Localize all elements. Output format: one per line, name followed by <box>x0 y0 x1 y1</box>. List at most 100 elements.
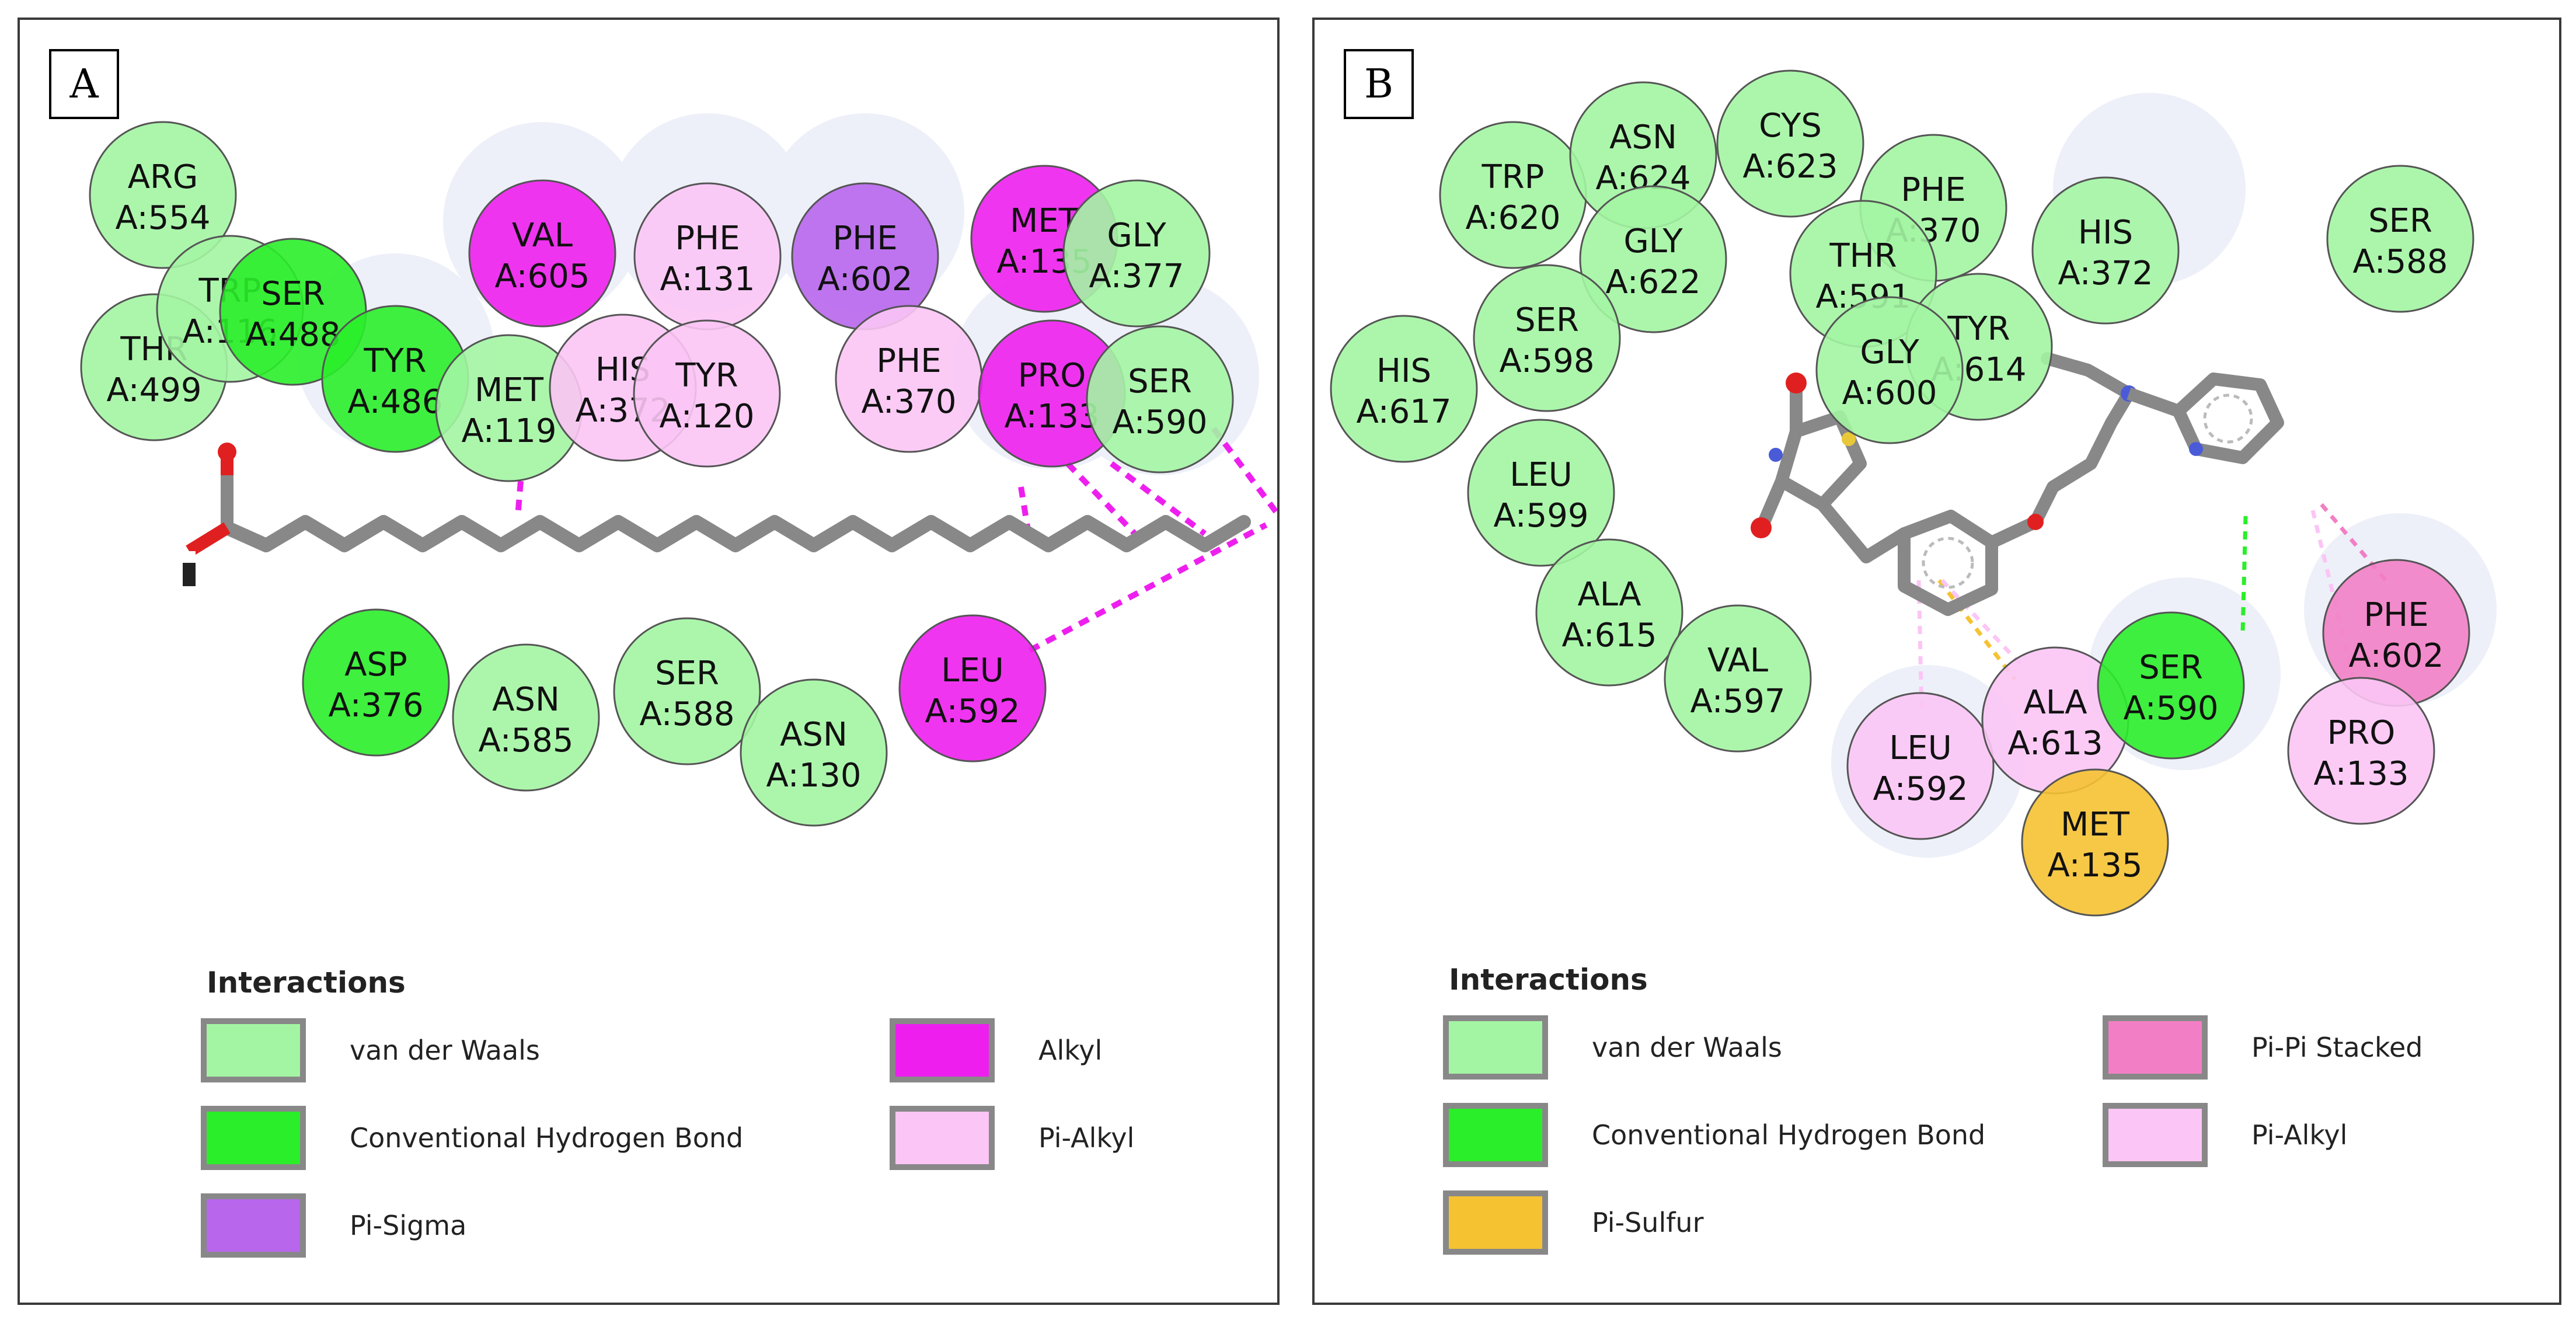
residue-id: A:130 <box>766 757 861 795</box>
legend-item-pialkyl-a: Pi-Alkyl <box>890 1106 1134 1170</box>
interaction-line <box>1110 461 1207 536</box>
aromatic-ring <box>2203 394 2253 444</box>
residue-name: THR <box>1829 237 1897 275</box>
ligand-linker <box>1985 387 2135 549</box>
interaction-line <box>1211 427 1277 518</box>
hydrogen-outline <box>183 563 196 586</box>
residue-id: A:120 <box>659 398 754 436</box>
legend-label: Pi-Sulfur <box>1592 1207 1704 1238</box>
interaction-line <box>1065 461 1137 536</box>
legend-label: van der Waals <box>350 1035 540 1066</box>
legend-label: Pi-Alkyl <box>2251 1119 2348 1151</box>
legend-item-pialkyl-b: Pi-Alkyl <box>2103 1103 2347 1167</box>
residue-id: A:588 <box>639 695 734 733</box>
legend-label: Alkyl <box>1038 1035 1103 1066</box>
residue-name: GLY <box>1623 222 1683 260</box>
residue-id: A:585 <box>478 722 573 760</box>
residue-id: A:133 <box>2313 755 2408 793</box>
legend-label: Pi-Alkyl <box>1038 1122 1135 1154</box>
residue-id: A:620 <box>1465 199 1560 237</box>
oxygen-atom <box>1751 517 1772 538</box>
ligand-oxygen <box>186 522 231 557</box>
residue-id: A:377 <box>1089 257 1184 295</box>
residue-id: A:615 <box>1561 617 1657 654</box>
residue-name: ALA <box>2023 684 2087 722</box>
ligand-methyl <box>2041 352 2135 400</box>
residue-circle <box>2031 176 2180 325</box>
residue-id: A:499 <box>106 371 201 409</box>
panel-label-a: A <box>49 49 119 119</box>
panel-label-b: B <box>1344 49 1414 119</box>
residue-name: ALA <box>1577 576 1641 614</box>
residue-circle <box>740 678 888 827</box>
interaction-line <box>2240 516 2248 633</box>
residue-id: A:622 <box>1605 263 1700 301</box>
residue-circle <box>1062 179 1211 328</box>
legend-item-alkyl-a: Alkyl <box>890 1018 1102 1082</box>
residue-name: GLY <box>1860 333 1919 371</box>
ligand-linker <box>1816 498 1911 563</box>
legend-label: van der Waals <box>1592 1032 1782 1063</box>
legend-item-vdw-b: van der Waals <box>1443 1015 1782 1080</box>
legend-item-hbond-b: Conventional Hydrogen Bond <box>1443 1103 1985 1167</box>
thiazolidine-ring <box>1775 410 1867 511</box>
residue-id: A:554 <box>115 199 210 237</box>
residue-circle <box>452 643 600 792</box>
residue-name: SER <box>261 275 325 313</box>
residue-id: A:592 <box>1873 770 1968 808</box>
legend-title-b: Interactions <box>1449 963 1648 997</box>
oxygen-atom <box>1786 372 1807 394</box>
panel-a: A ARGA:554THRA:499TRPA:116SERA:488TYRA:4… <box>18 18 1280 1305</box>
residue-id: A:370 <box>861 383 956 421</box>
legend-label: Pi-Pi Stacked <box>2251 1032 2423 1063</box>
legend-swatch <box>201 1106 306 1170</box>
residue-id: A:605 <box>494 257 590 295</box>
legend-item-hbond-a: Conventional Hydrogen Bond <box>201 1106 743 1170</box>
residue-id: A:131 <box>660 260 755 298</box>
residue-id: A:598 <box>1499 342 1594 380</box>
legend-label: Pi-Sigma <box>350 1210 467 1241</box>
residue-name: LEU <box>1889 729 1952 767</box>
residue-circle <box>1535 538 1683 687</box>
aromatic-ring <box>1922 537 1974 589</box>
residue-id: A:597 <box>1690 683 1785 720</box>
residue-name: PHE <box>675 220 740 257</box>
residue-name: VAL <box>1707 642 1768 680</box>
legend-item-pisigma-a: Pi-Sigma <box>201 1193 466 1258</box>
ligand-b <box>1751 352 2284 616</box>
legend-swatch <box>890 1106 995 1170</box>
residue-circle <box>1846 692 1995 840</box>
benzene-ring <box>1898 510 1998 616</box>
residue-id: A:602 <box>817 260 912 298</box>
residue-id: A:613 <box>2007 725 2103 763</box>
legend-swatch <box>201 1193 306 1258</box>
residue-circle <box>1815 296 1964 444</box>
residue-circle <box>1330 315 1478 463</box>
legend-swatch <box>1443 1103 1548 1167</box>
residue-name: ASN <box>1609 119 1677 156</box>
residue-id: A:590 <box>1112 403 1207 441</box>
legend-swatch <box>1443 1015 1548 1080</box>
interaction-line <box>1937 579 2017 681</box>
interaction-line <box>1028 522 1268 653</box>
